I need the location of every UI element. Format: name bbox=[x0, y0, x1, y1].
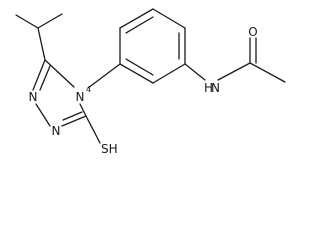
structure-canvas: N N N 4 SH H N O bbox=[15, 8, 286, 156]
atom-label-n-aryl: N bbox=[76, 90, 85, 104]
bond-ph-3-4 bbox=[152, 8, 186, 29]
atom-label-amide-n: N bbox=[211, 81, 220, 95]
bond-phenyl-amide-n bbox=[184, 63, 206, 81]
bond-isopropyl-methyl-right bbox=[37, 13, 63, 29]
bond-ph-5-6 bbox=[152, 63, 186, 84]
bond-n4-phenyl bbox=[87, 63, 121, 89]
bond-ph-2-3 bbox=[119, 8, 154, 29]
bond-isopropyl-methyl-left bbox=[15, 14, 39, 29]
bond-c5-thiol bbox=[85, 115, 101, 144]
molecule-drawing: N N N 4 SH H N O bbox=[15, 8, 286, 156]
atom-label-thiol: SH bbox=[101, 142, 118, 156]
bond-carbonyl-methyl bbox=[249, 62, 286, 83]
bond-c3-n4 bbox=[44, 59, 75, 88]
bond-c5-n4 bbox=[79, 103, 87, 117]
atom-label-n-bottom: N bbox=[52, 124, 61, 138]
bond-c3-n2 bbox=[32, 59, 46, 91]
bond-ph-inner-a bbox=[125, 16, 154, 34]
atom-label-n-aryl-locant: 4 bbox=[86, 85, 91, 94]
atom-label-n-top: N bbox=[29, 90, 38, 104]
atom-label-amide-h: H bbox=[204, 81, 213, 95]
bond-n2-n1 bbox=[35, 103, 51, 127]
bond-n1-c5 bbox=[61, 115, 87, 127]
bond-isopropyl-to-ring bbox=[37, 27, 46, 61]
bond-amide-n-carbonyl bbox=[217, 62, 251, 81]
bond-ph-6-1 bbox=[119, 63, 154, 84]
atom-label-carbonyl-o: O bbox=[248, 25, 257, 39]
bond-c3-n2-inner bbox=[39, 65, 51, 91]
bond-n1-c5-inner bbox=[62, 111, 83, 121]
bond-ph-inner-c bbox=[125, 58, 154, 76]
